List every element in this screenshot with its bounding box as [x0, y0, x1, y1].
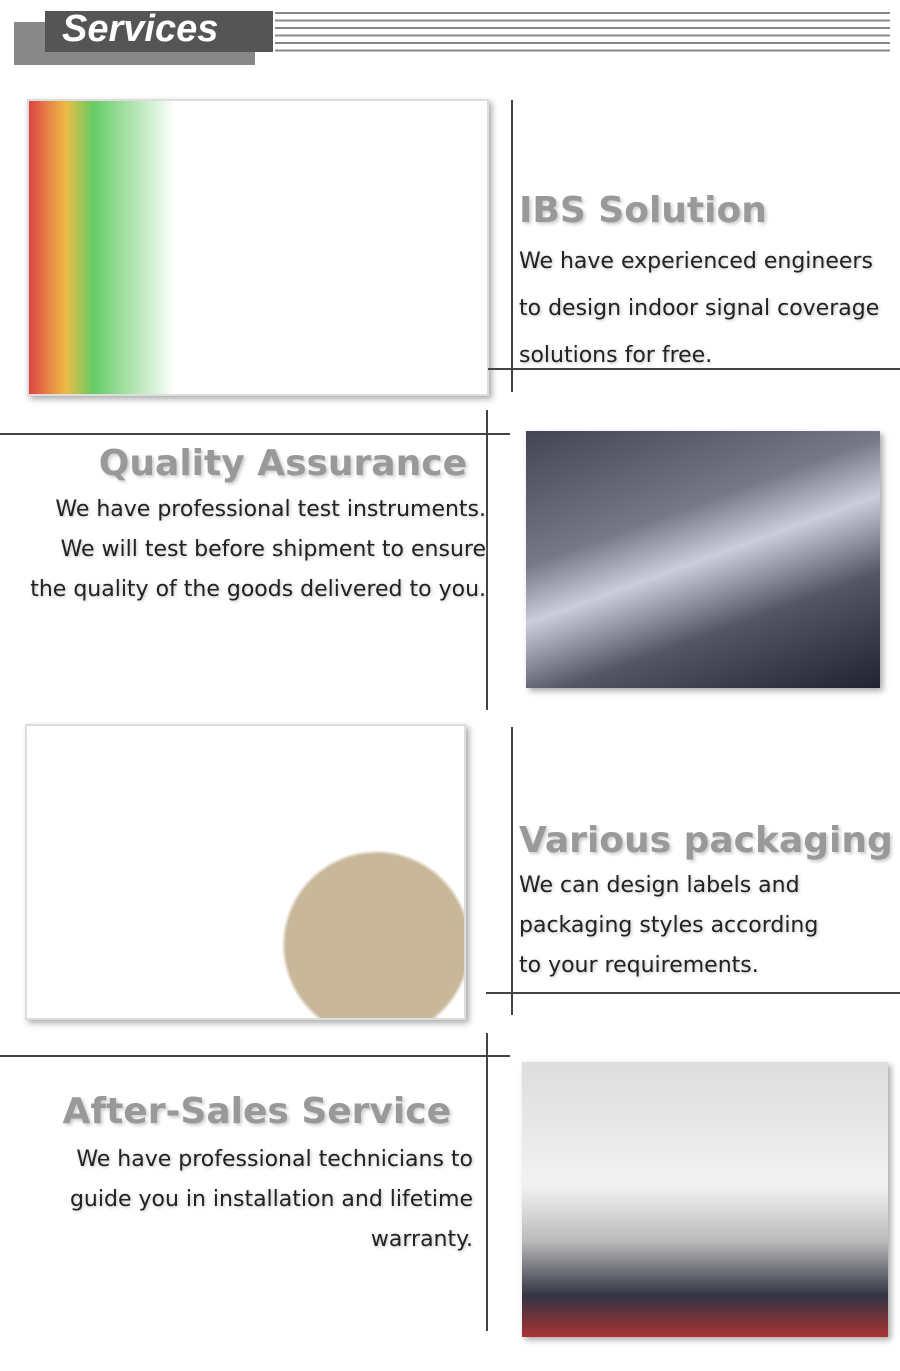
divider-vertical [511, 100, 513, 392]
divider-horizontal [488, 368, 900, 370]
quality-assurance-image [526, 431, 880, 688]
divider-horizontal [486, 992, 900, 994]
section-title: Quality Assurance [98, 443, 467, 484]
body-line: We can design labels and [519, 873, 800, 898]
header-stripes [275, 12, 890, 52]
body-line: We have professional technicians to [76, 1147, 473, 1172]
body-line: warranty. [370, 1227, 473, 1252]
section-title: After-Sales Service [62, 1091, 451, 1132]
after-sales-training-image [522, 1062, 888, 1337]
divider-horizontal [0, 1055, 510, 1057]
divider-vertical [511, 727, 513, 1015]
section-title: IBS Solution [519, 190, 767, 231]
section-title: Various packaging [519, 820, 893, 861]
header-block [45, 11, 273, 52]
divider-horizontal [0, 433, 510, 435]
body-line: We will test before shipment to ensure [60, 537, 486, 562]
section-body: We can design labels and packaging style… [519, 866, 818, 986]
packaging-image [25, 724, 466, 1020]
section-body: We have professional test instruments. W… [30, 490, 486, 610]
divider-vertical [486, 1033, 488, 1331]
section-body: We have professional technicians to guid… [70, 1140, 473, 1260]
body-line: solutions for free. [519, 343, 713, 368]
body-line: We have experienced engineers [519, 249, 873, 274]
section-body: We have experienced engineers to design … [519, 238, 879, 379]
page-title: Services [62, 8, 219, 50]
body-line: guide you in installation and lifetime [69, 1187, 473, 1212]
body-line: We have professional test instruments. [55, 497, 486, 522]
ibs-solution-image [27, 99, 489, 396]
body-line: the quality of the goods delivered to yo… [30, 577, 486, 602]
divider-vertical [486, 410, 488, 710]
body-line: to your requirements. [519, 953, 759, 978]
body-line: packaging styles according [519, 913, 819, 938]
body-line: to design indoor signal coverage [519, 296, 880, 321]
